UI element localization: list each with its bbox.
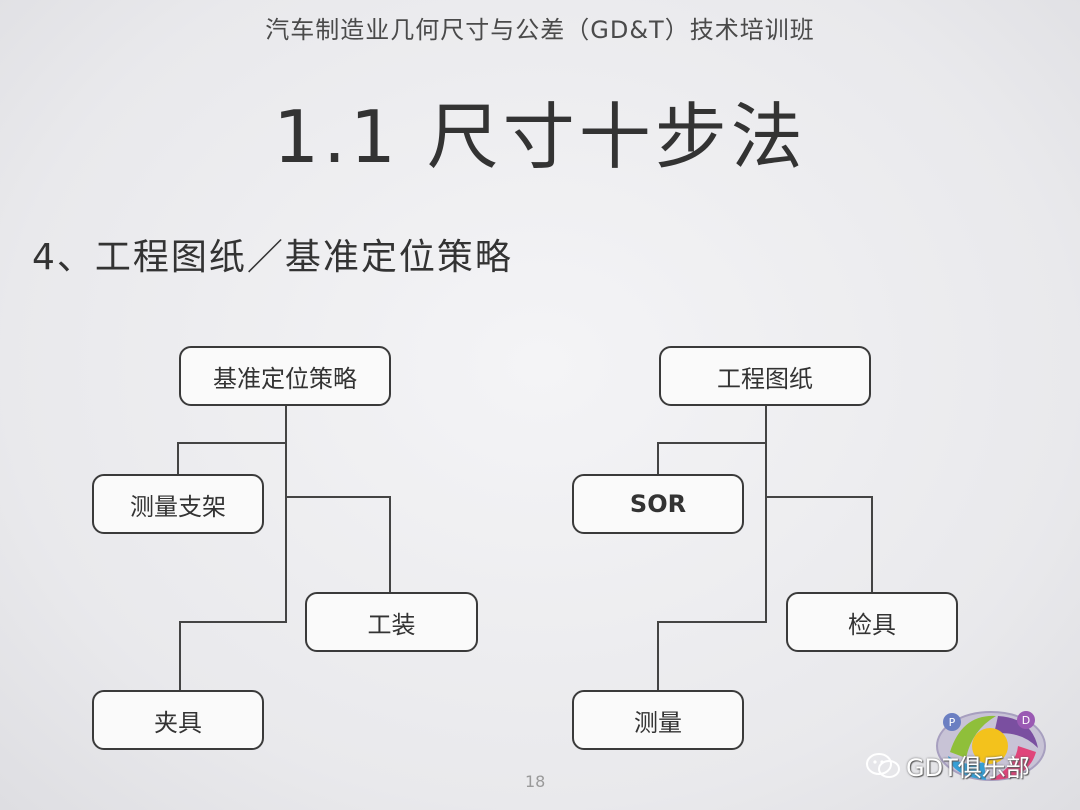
left-connector-branch-2 [286,496,391,592]
right-root-box: 工程图纸 [659,346,871,406]
left-child-box-2: 工装 [305,592,478,652]
right-connector-trunk [657,406,767,690]
left-child-box-3: 夹具 [92,690,264,750]
left-connector-trunk [179,406,287,690]
watermark: GDT俱乐部 [866,748,1030,783]
wechat-icon [866,752,900,778]
slide-title: 1.1 尺寸十步法 [273,95,807,179]
left-connector-branch-1 [177,442,286,474]
slide-subtitle: 4、工程图纸／基准定位策略 [32,237,513,278]
left-root-box: 基准定位策略 [179,346,391,406]
right-child-box-3: 测量 [572,690,744,750]
course-header: 汽车制造业几何尺寸与公差（GD&T）技术培训班 [265,16,815,44]
right-child-box-2: 检具 [786,592,958,652]
watermark-text: GDT俱乐部 [906,754,1030,782]
left-child-box-1: 测量支架 [92,474,264,534]
logo-label-d: D [1022,714,1030,727]
pdca-logo: P D [936,711,1046,781]
right-child-box-1: SOR [572,474,744,534]
page-number: 18 [525,772,546,791]
right-connector-branch-1 [657,442,766,474]
right-connector-branch-2 [766,496,873,592]
logo-label-p: P [949,716,956,729]
